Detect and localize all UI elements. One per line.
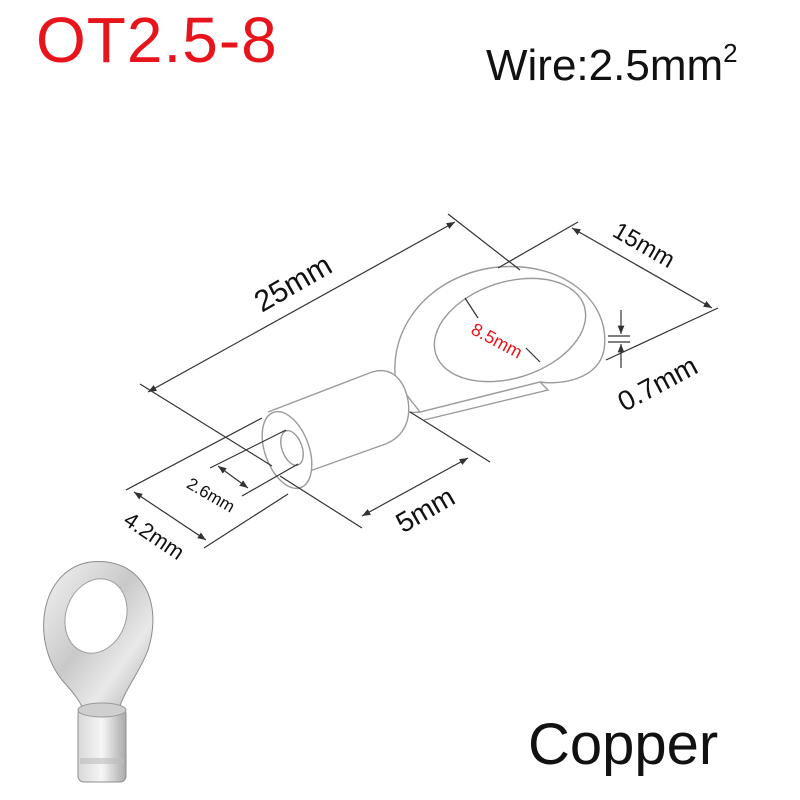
model-title: OT2.5-8 [36,4,278,76]
dim-total-length: 25mm [249,249,338,319]
dim-thickness: 0.7mm [612,350,702,418]
dim-barrel-length: 5mm [391,481,460,539]
dimension-lines [125,213,719,549]
wire-spec: Wire:2.5mm2 [486,40,738,90]
dim-ring-width: 15mm [608,217,679,274]
wire-prefix: Wire: [486,41,589,90]
dim-barrel-inner-diameter: 2.6mm [183,474,238,516]
wire-value: 2.5mm [588,41,724,90]
wire-exponent: 2 [723,38,738,68]
terminal-photo [43,560,154,783]
material-label: Copper [528,712,719,777]
dim-barrel-outer-diameter: 4.2mm [119,507,189,565]
